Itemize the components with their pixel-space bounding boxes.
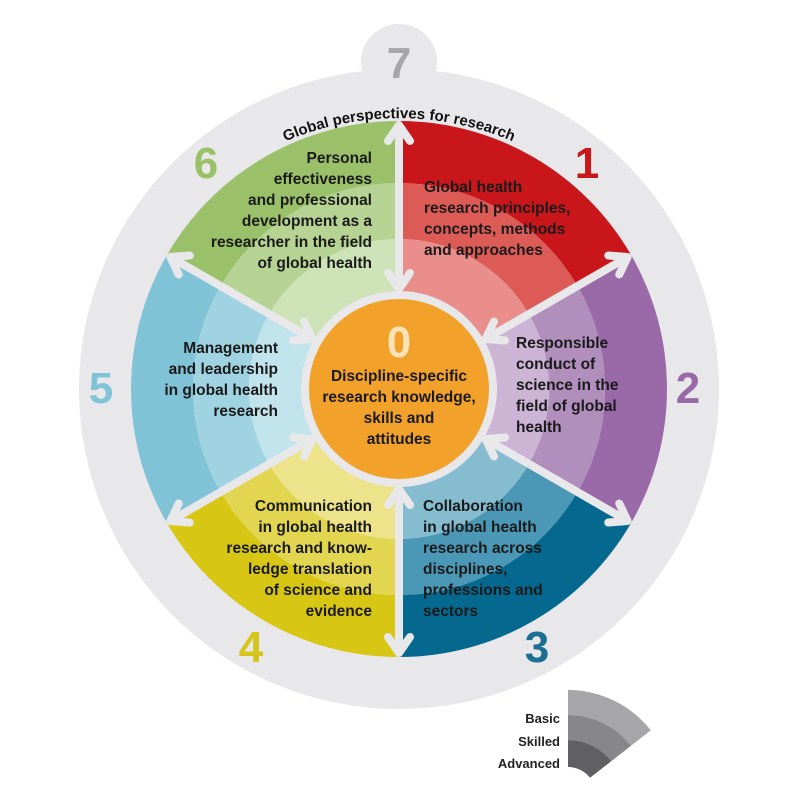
sector-2-band-basic bbox=[478, 314, 549, 464]
sectors bbox=[131, 121, 667, 657]
label-line: disciplines, bbox=[423, 561, 507, 578]
label-line: of science and bbox=[264, 582, 372, 599]
label-line: Collaboration bbox=[423, 498, 523, 515]
label-line: research across bbox=[423, 540, 542, 557]
domain-4-number: 4 bbox=[239, 623, 264, 672]
label-line: concepts, methods bbox=[424, 221, 565, 238]
domain-6-label: Personal effectiveness and professional dev… bbox=[211, 150, 372, 272]
center-number: 0 bbox=[387, 318, 411, 367]
label-line: ledge translation bbox=[248, 561, 372, 578]
label-line: Management bbox=[183, 340, 278, 357]
sector-3-band-basic bbox=[399, 435, 529, 539]
domain-5-label: Management and leadership in global health… bbox=[164, 340, 278, 420]
domain-2-label: Responsible conduct of science in the field… bbox=[516, 335, 619, 436]
domain-3-number: 3 bbox=[525, 623, 549, 672]
legend-skilled-label: Skilled bbox=[518, 734, 560, 749]
label-line: research and know- bbox=[226, 540, 372, 557]
domain-1-number: 1 bbox=[575, 139, 599, 188]
domain-2-number: 2 bbox=[676, 364, 700, 413]
sector-1-band-advanced bbox=[399, 121, 632, 286]
sector-4-band-skilled bbox=[220, 464, 399, 595]
sector-2-band-skilled bbox=[528, 286, 605, 492]
sector-3-band-skilled bbox=[399, 464, 578, 595]
sector-5-band-basic bbox=[249, 314, 320, 464]
domain-1-label: Global health research principles, concept… bbox=[424, 179, 570, 259]
double-arrow-icon bbox=[384, 485, 414, 657]
sector-2-band-advanced bbox=[577, 255, 667, 523]
label-line: and leadership bbox=[169, 361, 278, 378]
center-label-line: attitudes bbox=[367, 431, 432, 448]
legend-advanced-label: Advanced bbox=[498, 756, 560, 771]
double-arrow-icon bbox=[481, 433, 632, 527]
domain-5-number: 5 bbox=[89, 364, 113, 413]
label-line: Communication bbox=[255, 498, 372, 515]
sector-6-band-advanced bbox=[166, 121, 399, 286]
sector-6-band-skilled bbox=[220, 183, 399, 314]
domain-3-label: Collaboration in global health research ac… bbox=[423, 498, 543, 620]
center-label-line: research knowledge, bbox=[322, 389, 475, 406]
center-label-line: skills and bbox=[364, 410, 435, 427]
sector-4-band-basic bbox=[269, 435, 399, 539]
label-line: field of global bbox=[516, 398, 617, 415]
arrows bbox=[166, 121, 632, 657]
label-line: researcher in the field bbox=[211, 234, 372, 251]
center-circle bbox=[309, 299, 489, 479]
label-line: Global health bbox=[424, 179, 522, 196]
label-line: evidence bbox=[306, 603, 373, 620]
sector-3-band-advanced bbox=[399, 492, 632, 657]
label-line: effectiveness bbox=[274, 171, 372, 188]
domain-7-number: 7 bbox=[387, 39, 411, 88]
label-line: of global health bbox=[257, 255, 372, 272]
sector-1-band-skilled bbox=[399, 183, 578, 314]
double-arrow-icon bbox=[481, 251, 632, 345]
label-line: development as a bbox=[242, 213, 372, 230]
legend-advanced-band bbox=[568, 740, 612, 778]
double-arrow-icon bbox=[384, 121, 414, 293]
sector-6-band-basic bbox=[269, 239, 399, 343]
label-line: research bbox=[213, 403, 278, 420]
sector-5-band-skilled bbox=[193, 286, 270, 492]
center-label: Discipline-specific research knowledge, sk… bbox=[322, 368, 475, 448]
label-line: and approaches bbox=[424, 242, 543, 259]
legend: Basic Skilled Advanced bbox=[498, 690, 651, 778]
label-line: in global health bbox=[423, 519, 537, 536]
double-arrow-icon bbox=[166, 251, 317, 345]
domain-4-label: Communication in global health research an… bbox=[226, 498, 372, 620]
sector-4-band-advanced bbox=[166, 492, 399, 657]
domain-6-number: 6 bbox=[194, 139, 218, 188]
label-line: professions and bbox=[423, 582, 543, 599]
legend-basic-label: Basic bbox=[525, 711, 560, 726]
legend-basic-band bbox=[568, 690, 651, 746]
sector-1-band-basic bbox=[399, 239, 529, 343]
double-arrow-icon bbox=[166, 433, 317, 527]
label-line: in global health bbox=[164, 382, 278, 399]
sector-5-band-advanced bbox=[131, 255, 221, 523]
label-line: research principles, bbox=[424, 200, 570, 217]
center-label-line: Discipline-specific bbox=[331, 368, 467, 385]
label-line: health bbox=[516, 419, 562, 436]
legend-skilled-band bbox=[568, 715, 632, 762]
label-line: conduct of bbox=[516, 356, 596, 373]
label-line: Personal bbox=[307, 150, 372, 167]
label-line: and professional bbox=[248, 192, 372, 209]
label-line: in global health bbox=[258, 519, 372, 536]
label-line: science in the bbox=[516, 377, 619, 394]
label-line: Responsible bbox=[516, 335, 609, 352]
label-line: sectors bbox=[423, 603, 478, 620]
